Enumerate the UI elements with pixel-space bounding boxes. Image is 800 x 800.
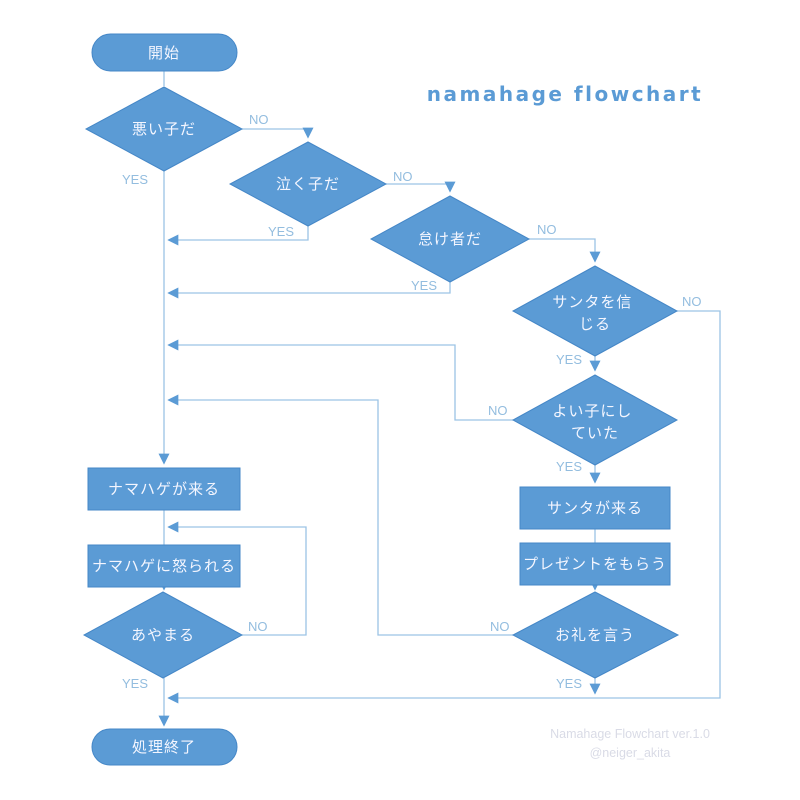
process-santa-comes-label: サンタが来る — [547, 500, 643, 517]
edge-label-say-thanks-no: NO — [490, 619, 510, 634]
decision-apologize — [82, 591, 244, 679]
edge-label-apologize-no: NO — [248, 619, 268, 634]
edge-label-was-good-child-yes: YES — [556, 459, 582, 474]
process-namahage-comes-label: ナマハゲが来る — [108, 481, 220, 498]
edge-was-good-child-no — [167, 339, 513, 421]
decision-lazy-person-label: 怠け者だ — [418, 231, 482, 248]
edge-label-lazy-person-no: NO — [537, 222, 557, 237]
process-scolded-by-namahage-label: ナマハゲに怒られる — [92, 558, 236, 575]
decision-was-good-child — [511, 374, 679, 466]
start-node-label: 開始 — [148, 45, 180, 62]
start-node — [91, 33, 238, 72]
decision-crying-child — [228, 141, 388, 227]
decision-apologize-label: あやまる — [131, 627, 195, 644]
process-get-present-label: プレゼントをもらう — [523, 556, 667, 573]
credit-line1: Namahage Flowchart ver.1.0 — [550, 727, 710, 741]
decision-believe-santa-label: サンタを信 じる — [552, 294, 637, 333]
decision-bad-child-label: 悪い子だ — [132, 121, 196, 138]
credit-line2: @neiger_akita — [590, 746, 671, 760]
end-node-label: 処理終了 — [132, 739, 196, 756]
edge-crying-child-no — [386, 181, 456, 193]
edge-label-apologize-yes: YES — [122, 676, 148, 691]
edge-label-bad-child-yes: YES — [122, 172, 148, 187]
edge-label-was-good-child-no: NO — [488, 403, 508, 418]
edge-label-believe-santa-yes: YES — [556, 352, 582, 367]
process-scolded-by-namahage — [87, 544, 241, 588]
decision-believe-santa — [511, 265, 679, 357]
decision-crying-child-label: 泣く子だ — [276, 176, 340, 193]
decision-bad-child — [84, 86, 244, 172]
edge-say-thanks-no — [167, 394, 513, 636]
edge-label-bad-child-no: NO — [249, 112, 269, 127]
edge-believe-santa-no — [167, 310, 721, 704]
edge-label-believe-santa-no: NO — [682, 294, 702, 309]
edge-label-crying-child-no: NO — [393, 169, 413, 184]
edge-label-lazy-person-yes: YES — [411, 278, 437, 293]
decision-was-good-child-label: よい子にし ていた — [552, 403, 637, 442]
decision-say-thanks-label: お礼を言う — [555, 627, 635, 644]
edge-label-crying-child-yes: YES — [268, 224, 294, 239]
edge-crying-child-yes — [167, 226, 309, 246]
page-title: namahage flowchart — [427, 82, 703, 106]
edge-bad-child-no — [242, 127, 314, 139]
process-santa-comes — [519, 486, 671, 530]
edge-label-say-thanks-yes: YES — [556, 676, 582, 691]
process-get-present — [519, 542, 671, 586]
edge-apologize-no-loop — [167, 521, 307, 636]
decision-say-thanks — [511, 591, 680, 679]
process-namahage-comes — [87, 467, 241, 511]
edge-lazy-person-no — [529, 238, 601, 263]
decision-lazy-person — [369, 195, 531, 283]
edge-lazy-person-yes — [167, 282, 451, 299]
end-node — [91, 728, 238, 766]
